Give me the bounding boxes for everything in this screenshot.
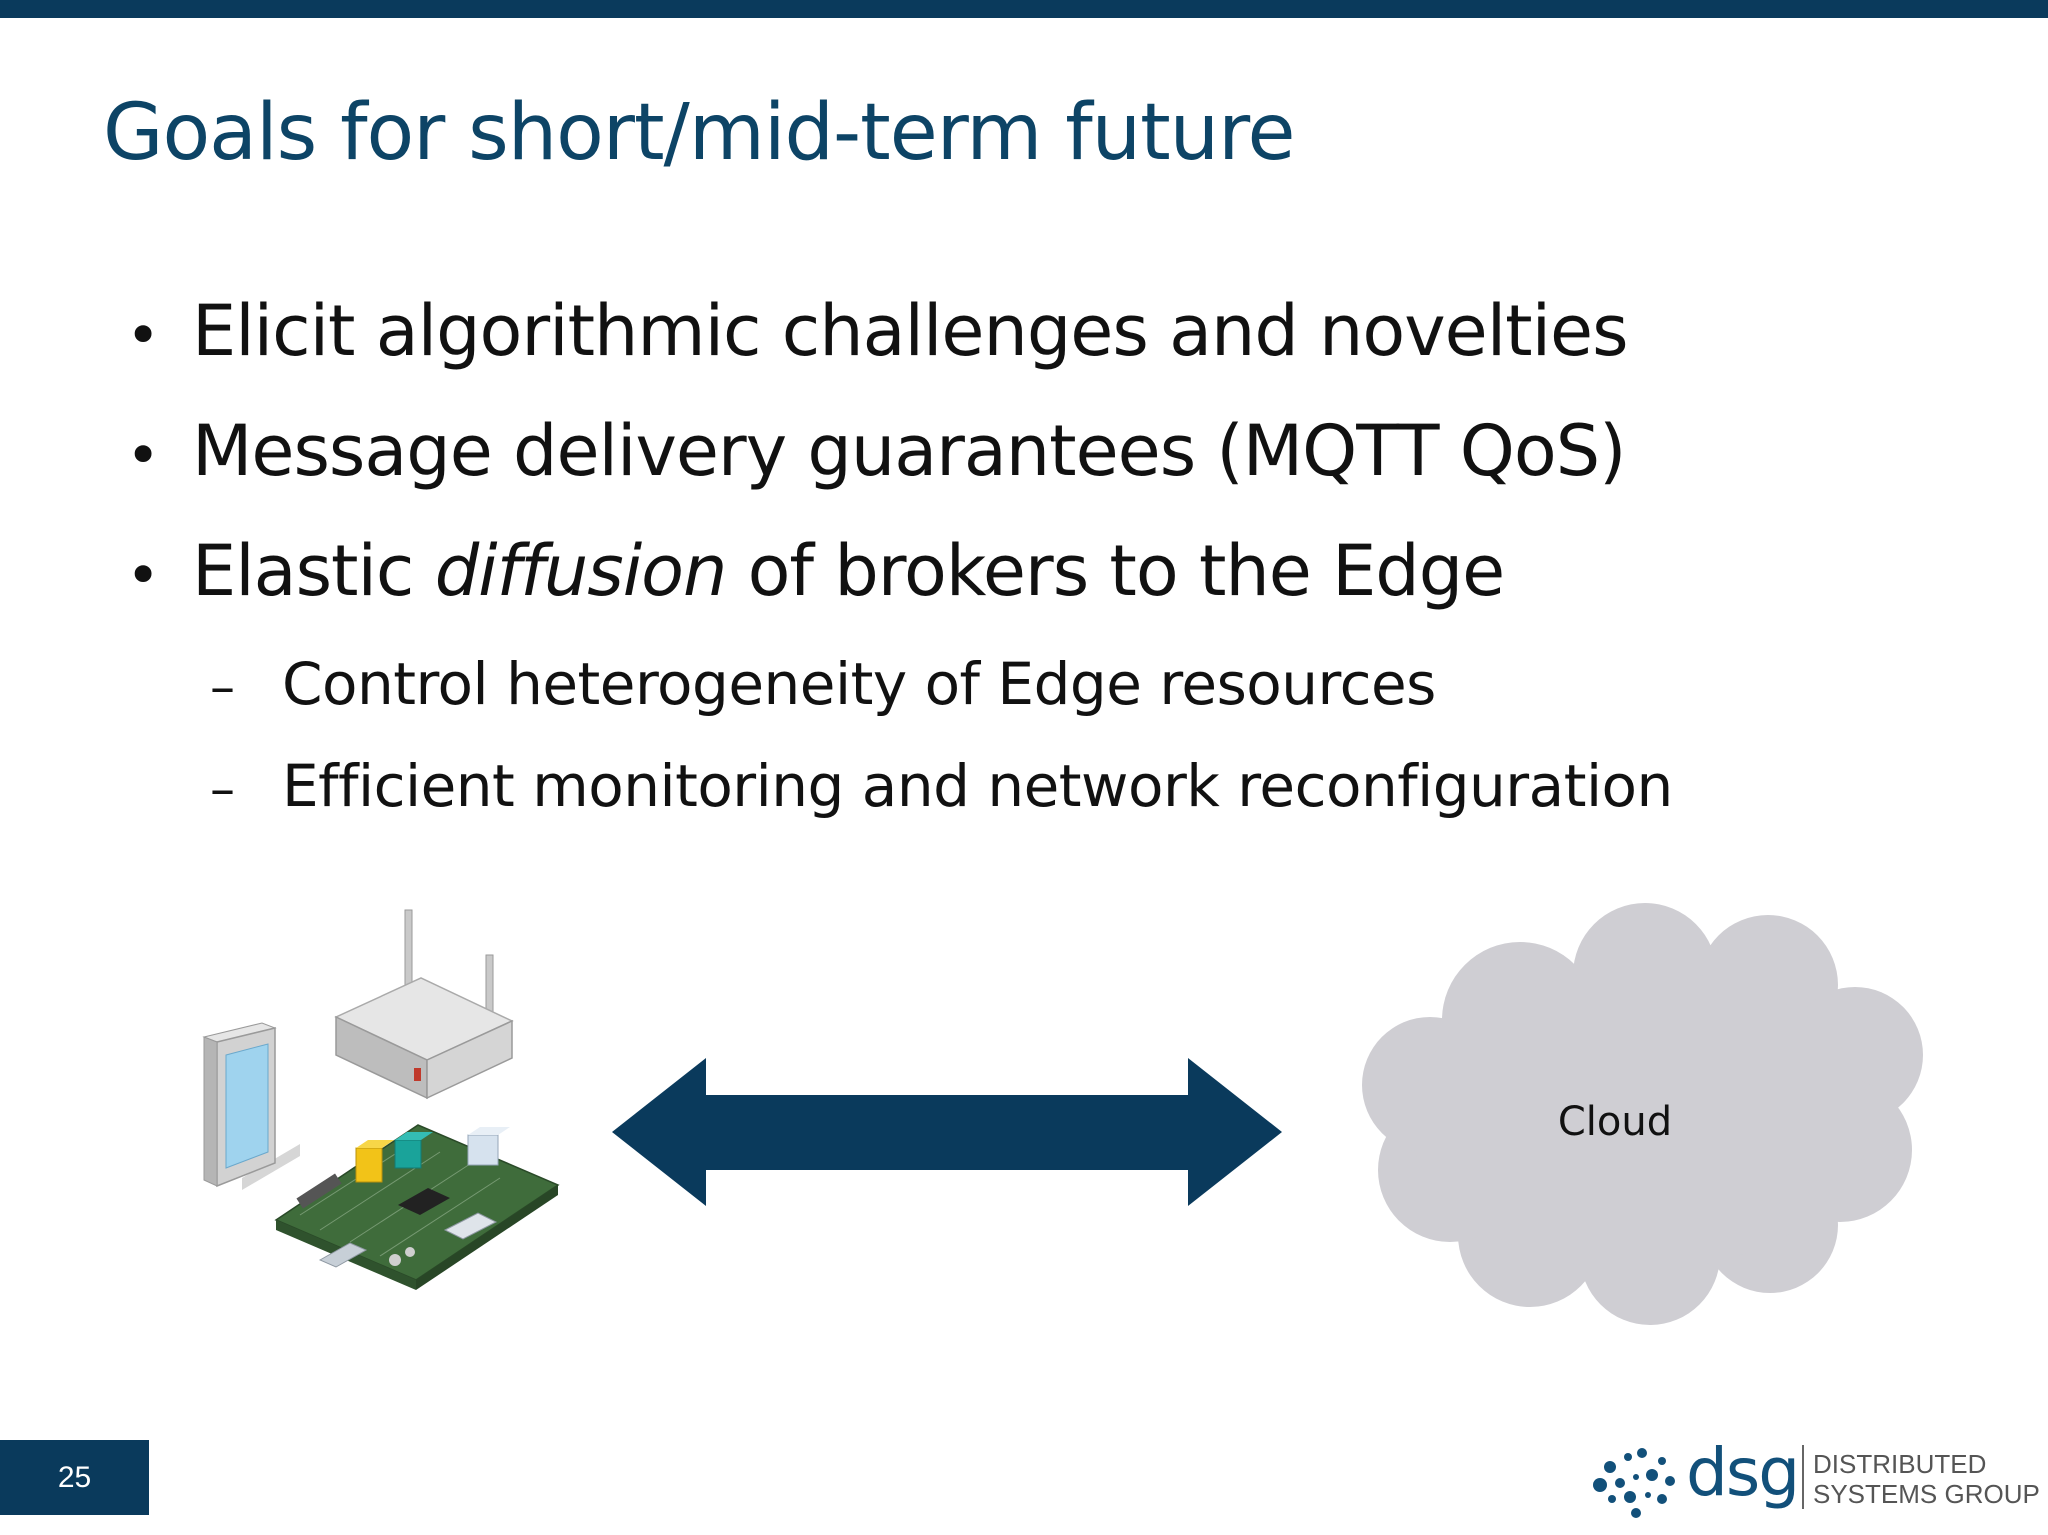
sub-bullet-text: Control heterogeneity of Edge resources <box>282 650 1436 718</box>
circuit-board-icon <box>274 1124 560 1290</box>
edge-cloud-diagram: Cloud <box>202 903 1923 1325</box>
cloud-shape <box>1362 903 1923 1325</box>
bullet-item: • Message delivery guarantees (MQTT QoS) <box>126 410 1926 530</box>
bullet-item: • Elicit algorithmic challenges and nove… <box>126 290 1926 410</box>
top-accent-bar <box>0 0 2048 18</box>
logo-fullname: DISTRIBUTED SYSTEMS GROUP <box>1813 1449 2040 1509</box>
tablet-icon <box>202 1022 300 1190</box>
sub-bullet-item: – Efficient monitoring and network recon… <box>126 752 1926 854</box>
logo-dots-icon <box>1593 1448 1675 1518</box>
bullet-marker: • <box>126 421 160 489</box>
bullet-text-after: of brokers to the Edge <box>726 530 1506 612</box>
bullet-marker: • <box>126 301 160 369</box>
bullet-text-before: Elastic <box>192 530 435 612</box>
bullet-text: Message delivery guarantees (MQTT QoS) <box>192 410 1626 492</box>
bullet-marker: • <box>126 541 160 609</box>
bidirectional-arrow <box>612 1058 1282 1206</box>
sub-bullet-marker: – <box>210 760 235 818</box>
bullet-text: Elastic diffusion of brokers to the Edge <box>192 530 1506 612</box>
sub-bullet-marker: – <box>210 658 235 716</box>
slide-title: Goals for short/mid-term future <box>103 88 1295 178</box>
logo-divider <box>1802 1445 1804 1509</box>
bullet-list: • Elicit algorithmic challenges and nove… <box>126 290 1926 854</box>
page-number: 25 <box>0 1440 149 1515</box>
sub-bullet-text: Efficient monitoring and network reconfi… <box>282 752 1673 820</box>
bullet-text-emphasis: diffusion <box>434 530 728 612</box>
bullet-item: • Elastic diffusion of brokers to the Ed… <box>126 530 1926 650</box>
dsg-logo: dsg DISTRIBUTED SYSTEMS GROUP <box>1590 1433 2040 1523</box>
logo-abbreviation: dsg <box>1686 1434 1800 1511</box>
logo-line-1: DISTRIBUTED <box>1813 1449 1987 1479</box>
cloud-label: Cloud <box>1558 1099 1672 1145</box>
router-icon <box>334 909 514 1100</box>
sub-bullet-item: – Control heterogeneity of Edge resource… <box>126 650 1926 752</box>
logo-line-2: SYSTEMS GROUP <box>1813 1479 2040 1509</box>
bullet-text: Elicit algorithmic challenges and novelt… <box>192 290 1629 372</box>
